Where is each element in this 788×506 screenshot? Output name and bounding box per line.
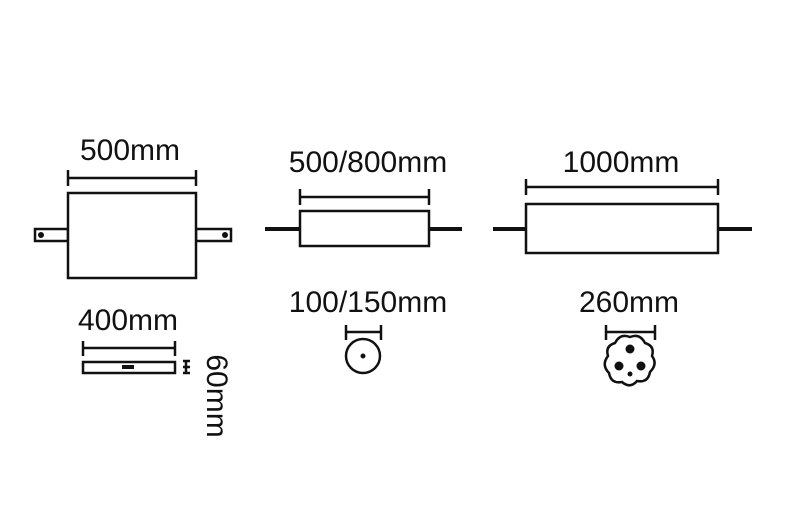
tube-b-width-label: 1000mm: [563, 146, 680, 179]
box-filter-side-view: 400mm 60mm: [78, 304, 233, 438]
tube-b-hole-bottom: [627, 371, 633, 377]
tube-b-body: [524, 202, 720, 255]
tube-b-front-view: 1000mm: [493, 146, 752, 255]
box-width-label: 500mm: [80, 134, 180, 167]
tube-b-hole-left: [614, 361, 624, 371]
tube-a-diameter-label: 100/150mm: [289, 286, 447, 319]
tube-a-end-view: 100/150mm: [289, 286, 447, 375]
tube-b-width-dimension-line: [524, 179, 720, 195]
box-base-label: 400mm: [78, 304, 178, 337]
box-right-fitting: [194, 227, 233, 243]
tube-b-hole-top: [625, 344, 635, 354]
box-base-dimension-line: [81, 341, 177, 356]
tube-a-diameter-dimension-line: [344, 325, 383, 340]
box-body: [66, 191, 198, 280]
tube-b-hole-right: [636, 361, 646, 371]
tube-b-lobed-profile: [603, 334, 656, 387]
tube-b-end-view: 260mm: [579, 286, 679, 387]
box-left-fitting: [33, 227, 70, 243]
box-filter-front-view: 500mm: [33, 134, 233, 280]
tube-a-width-dimension-line: [298, 189, 431, 205]
box-depth-dimension-line: [183, 359, 190, 375]
tube-a-front-view: 500/800mm: [265, 146, 462, 248]
tube-a-body: [298, 209, 431, 248]
tube-a-center-dot: [360, 353, 366, 359]
box-depth-label: 60mm: [200, 354, 233, 437]
tube-a-width-label: 500/800mm: [289, 146, 447, 179]
tube-b-diameter-label: 260mm: [579, 286, 679, 319]
box-side-slot: [122, 365, 134, 369]
box-width-dimension-line: [66, 170, 198, 186]
tube-b-diameter-dimension-line: [604, 325, 657, 340]
